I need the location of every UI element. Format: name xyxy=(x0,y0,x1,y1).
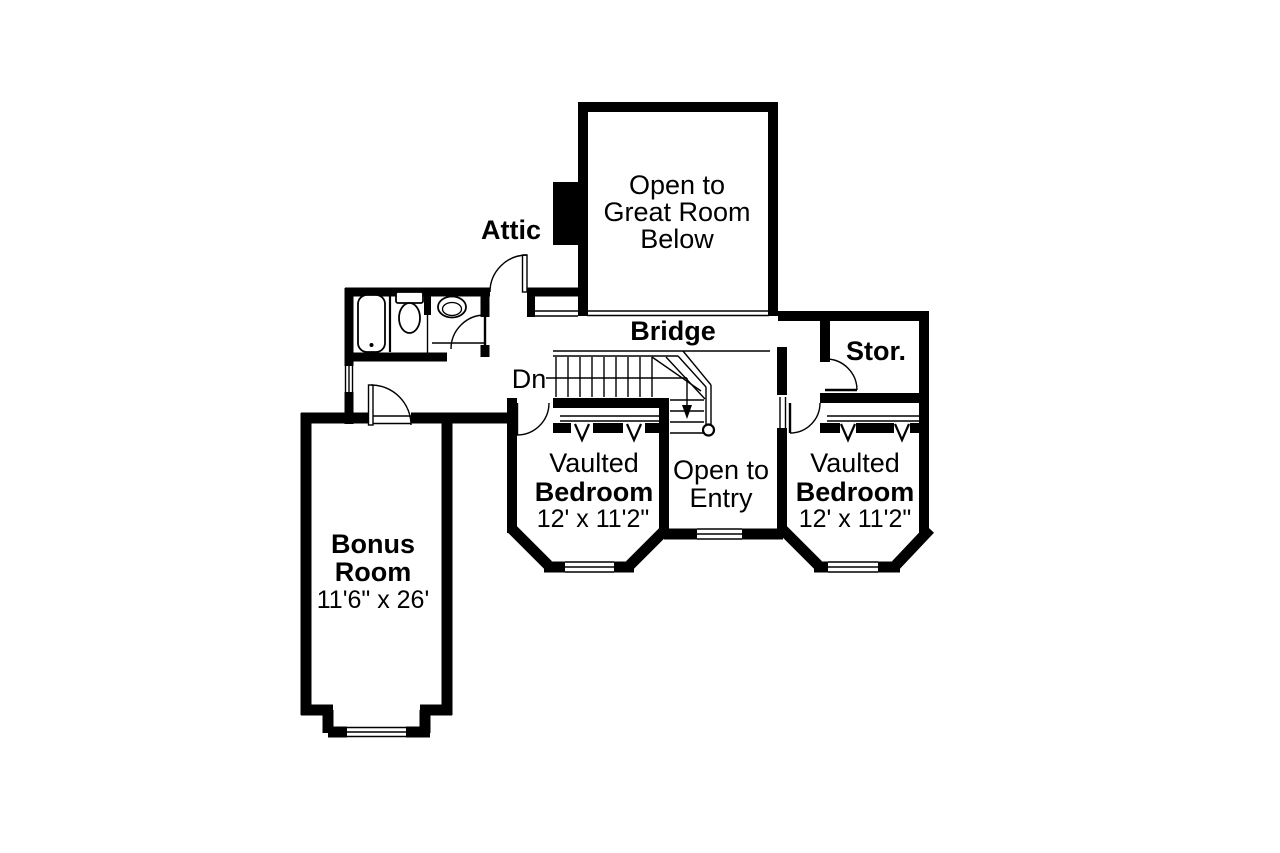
stair-treads-upper xyxy=(555,357,653,397)
bonus-room-window xyxy=(347,726,406,738)
bedroom-right-bay-diag-left xyxy=(777,524,822,569)
closet-left-chevron-1 xyxy=(573,423,591,443)
great-room-label-line2: Great Room xyxy=(603,197,750,227)
bedroom-right-name: Bedroom xyxy=(796,477,915,507)
bonus-room-dims: 11'6" x 26' xyxy=(317,586,429,614)
stair-rail-diag-outer xyxy=(682,350,712,386)
bedroom-left-door xyxy=(515,402,550,436)
attic-door xyxy=(489,254,528,293)
closet-left-shelf xyxy=(560,415,660,422)
storage-label: Stor. xyxy=(846,336,906,366)
down-arrow xyxy=(546,377,692,419)
entry-label-line2: Entry xyxy=(689,483,753,513)
bedroom-right-dims: 12' x 11'2" xyxy=(799,505,911,533)
bridge-label: Bridge xyxy=(630,316,716,346)
chimney xyxy=(553,182,581,245)
toilet-bowl xyxy=(398,302,421,334)
great-room-label-line3: Below xyxy=(640,224,714,254)
stairs-down-label: Dn xyxy=(512,364,547,394)
great-room-label-line1: Open to xyxy=(629,170,725,200)
closet-right-shelf xyxy=(827,415,920,422)
staircase xyxy=(546,356,716,437)
closets xyxy=(560,415,920,443)
sink xyxy=(437,295,467,319)
closet-right-chevron-2 xyxy=(893,423,911,443)
hall-side-window xyxy=(344,366,354,392)
entry-window xyxy=(697,528,742,540)
storage-door xyxy=(825,358,858,392)
bedroom-left-prefix: Vaulted xyxy=(549,448,639,478)
entry-label-line1: Open to xyxy=(673,455,769,485)
bathtub-drain xyxy=(369,343,374,347)
bonus-room-label-line1: Bonus xyxy=(331,529,415,559)
stair-newel-post xyxy=(701,423,716,437)
bedroom-right-bay-window xyxy=(828,561,878,573)
bedroom-left-name: Bedroom xyxy=(535,477,654,507)
sink-basin xyxy=(441,301,463,317)
bedroom-left-dims: 12' x 11'2" xyxy=(537,505,649,533)
bedroom-left-bay-diag-right xyxy=(626,524,671,569)
closet-right-chevron-1 xyxy=(839,423,857,443)
bedroom-right-door xyxy=(788,402,821,434)
bedroom-right-bay-diag-right xyxy=(892,525,934,569)
vanity-partition-post xyxy=(424,288,431,315)
bathtub xyxy=(357,294,386,353)
railings xyxy=(535,310,787,428)
bonus-room-door xyxy=(367,384,412,426)
labels: Open to Great Room Below Attic Bridge St… xyxy=(317,170,915,614)
bedroom-left-bay-window xyxy=(565,561,614,573)
closet-left-chevron-2 xyxy=(625,423,643,443)
bathroom-door xyxy=(450,314,487,350)
windows xyxy=(344,366,878,738)
bedroom-left-bay-diag-left xyxy=(507,524,552,569)
stair-rail-diag-inner xyxy=(677,355,707,388)
bonus-room-label-line2: Room xyxy=(335,557,412,587)
bathroom-fixtures xyxy=(357,288,485,353)
walls xyxy=(300,102,934,738)
bedroom-right-prefix: Vaulted xyxy=(810,448,900,478)
attic-label: Attic xyxy=(481,215,541,245)
doors xyxy=(367,254,858,436)
toilet-tank xyxy=(395,291,424,304)
